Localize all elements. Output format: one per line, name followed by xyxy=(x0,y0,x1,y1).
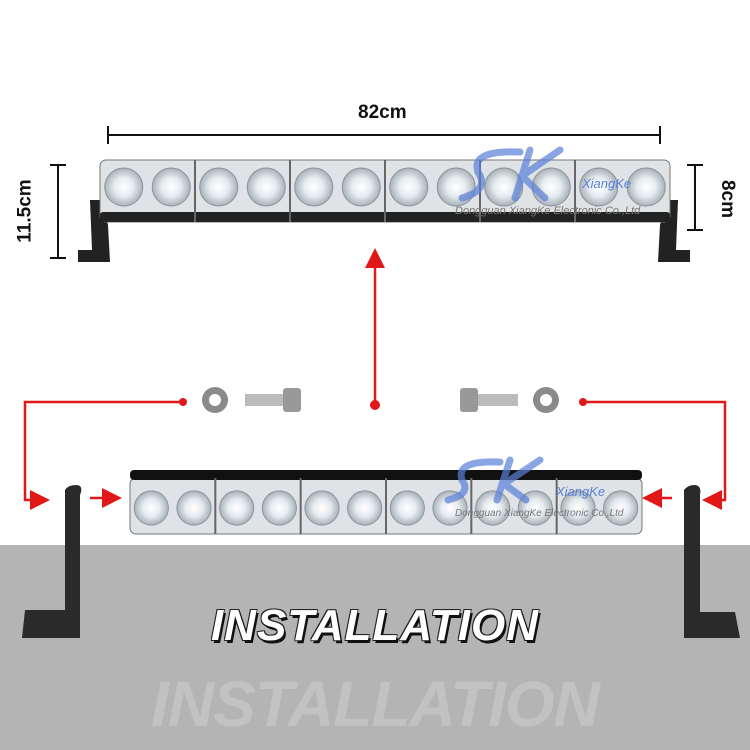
watermark-logo-icon-2 xyxy=(444,456,544,504)
washer-right xyxy=(533,387,559,413)
watermark-company: Dongguan XiangKe Electronic Co.,Ltd xyxy=(455,205,641,217)
watermark-company-2: Dongguan XiangKe Electronic Co.,Ltd xyxy=(455,508,624,519)
led-lens xyxy=(133,490,169,526)
installation-title: INSTALLATION xyxy=(210,601,540,650)
washer-left xyxy=(202,387,228,413)
led-lens xyxy=(261,490,297,526)
dimension-depth xyxy=(687,164,703,231)
led-lens xyxy=(347,490,383,526)
led-lens xyxy=(626,167,666,207)
installation-band xyxy=(0,545,750,750)
height-label: 11.5cm xyxy=(14,179,36,243)
bolt-right xyxy=(460,388,518,412)
watermark-brand-2: XiangKe xyxy=(556,484,606,499)
length-label: 82cm xyxy=(358,102,407,123)
red-arrows xyxy=(23,248,727,510)
led-lens xyxy=(304,490,340,526)
led-lens xyxy=(560,490,596,526)
ghost-title: INSTALLATION xyxy=(151,668,600,740)
led-lens xyxy=(199,167,239,207)
watermark-logo-icon xyxy=(458,146,564,202)
led-lens xyxy=(579,167,619,207)
led-lens xyxy=(389,490,425,526)
led-lens xyxy=(389,167,429,207)
led-lens xyxy=(436,167,476,207)
led-lens xyxy=(246,167,286,207)
dimension-height xyxy=(50,164,66,259)
dimension-length xyxy=(107,126,661,144)
light-bar-bottom xyxy=(129,470,643,535)
bracket-left-bottom xyxy=(22,485,82,638)
watermark-brand: XiangKe xyxy=(582,176,632,191)
led-lens xyxy=(603,490,639,526)
bolt-left xyxy=(245,388,301,412)
led-lens xyxy=(176,490,212,526)
depth-label: 8cm xyxy=(717,179,739,219)
led-lens xyxy=(219,490,255,526)
led-lens xyxy=(294,167,334,207)
led-lens xyxy=(341,167,381,207)
led-lens xyxy=(104,167,144,207)
led-lens xyxy=(475,490,511,526)
led-lens xyxy=(151,167,191,207)
bracket-right-bottom xyxy=(684,485,740,638)
